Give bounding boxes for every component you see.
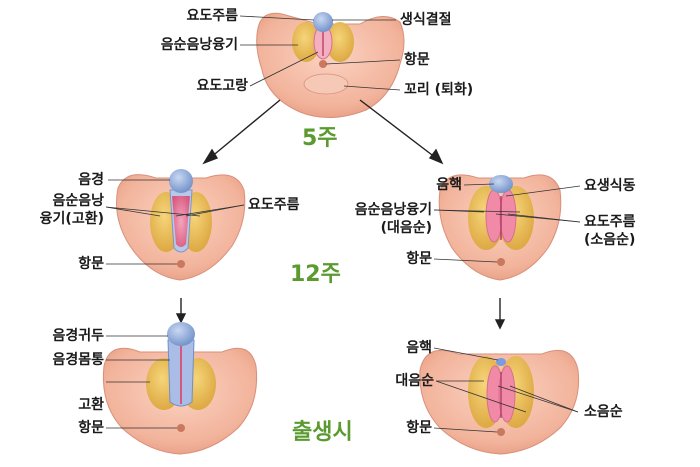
panel-birth-female <box>419 347 580 455</box>
birthm-anus <box>177 424 185 432</box>
label-anus-w5: 항문 <box>404 52 430 68</box>
label-clitoris-w12: 음핵 <box>436 177 462 193</box>
label-urogenital-groove-w5: 요도고랑 <box>196 78 248 94</box>
panel-week12-male <box>105 169 246 281</box>
stage-label-week12: 12주 <box>290 262 341 287</box>
birthm-glans <box>167 322 195 346</box>
label-anus-w12m: 항문 <box>78 256 104 272</box>
stage-label-week5: 5주 <box>302 126 338 151</box>
week12f-clitoris <box>489 175 513 193</box>
week5-swelling-left <box>292 22 320 62</box>
label-urethral-fold-w12: 요도주름 <box>248 197 300 213</box>
label-penis-body: 음경몸통 <box>52 352 104 368</box>
label-clitoris-birth: 음핵 <box>406 340 432 356</box>
panel-birth-male <box>102 322 258 455</box>
label-labia-minora: 소음순 <box>584 404 623 420</box>
label-labia-majora: 대음순 <box>395 373 434 389</box>
label-anus-birth-m: 항문 <box>78 420 104 436</box>
week12f-anus <box>497 258 505 266</box>
birthf-anus <box>497 428 505 436</box>
label-scrotum: 고환 <box>78 397 104 413</box>
label-anus-w12f: 항문 <box>406 251 432 267</box>
week12m-glans <box>169 169 193 193</box>
label-urethral-fold-fem-w12: 요도주름 <box>584 214 636 230</box>
stage-label-birth: 출생시 <box>292 420 353 445</box>
label-phallus-w12: 음경 <box>78 172 104 188</box>
arrows <box>175 99 506 330</box>
label-labia-majora-paren: (대음순) <box>380 220 432 236</box>
birthf-labia-minora-right <box>498 365 516 423</box>
label-labioscrotal-swelling-w5: 음순음낭융기 <box>160 37 238 53</box>
label-glans-penis: 음경귀두 <box>52 328 104 344</box>
label-urogenital-sinus-w12: 요생식동 <box>584 178 636 194</box>
label-labia-minora-paren: (소음순) <box>584 232 636 248</box>
label-tail-w5: 꼬리 (퇴화) <box>404 82 474 98</box>
week5-swelling-right <box>326 22 354 62</box>
week12m-anus <box>177 260 185 268</box>
panel-week5 <box>239 12 405 119</box>
label-labioscrotal-fem-w12: 음순음낭융기 <box>354 202 432 218</box>
week5-tail <box>303 73 349 95</box>
birthf-clitoris <box>496 358 506 366</box>
week5-anus <box>319 60 327 68</box>
label-labioscrotal-w12-line2: 융기(고환) <box>39 211 104 227</box>
panel-week12-female <box>433 174 581 281</box>
label-genital-tubercle-w5: 생식결절 <box>400 12 452 28</box>
label-labioscrotal-w12-line1: 음순음낭 <box>52 193 104 209</box>
week5-tubercle <box>313 12 333 32</box>
label-anus-birth-f: 항문 <box>406 420 432 436</box>
label-urethral-fold-w5: 요도주름 <box>186 8 238 24</box>
